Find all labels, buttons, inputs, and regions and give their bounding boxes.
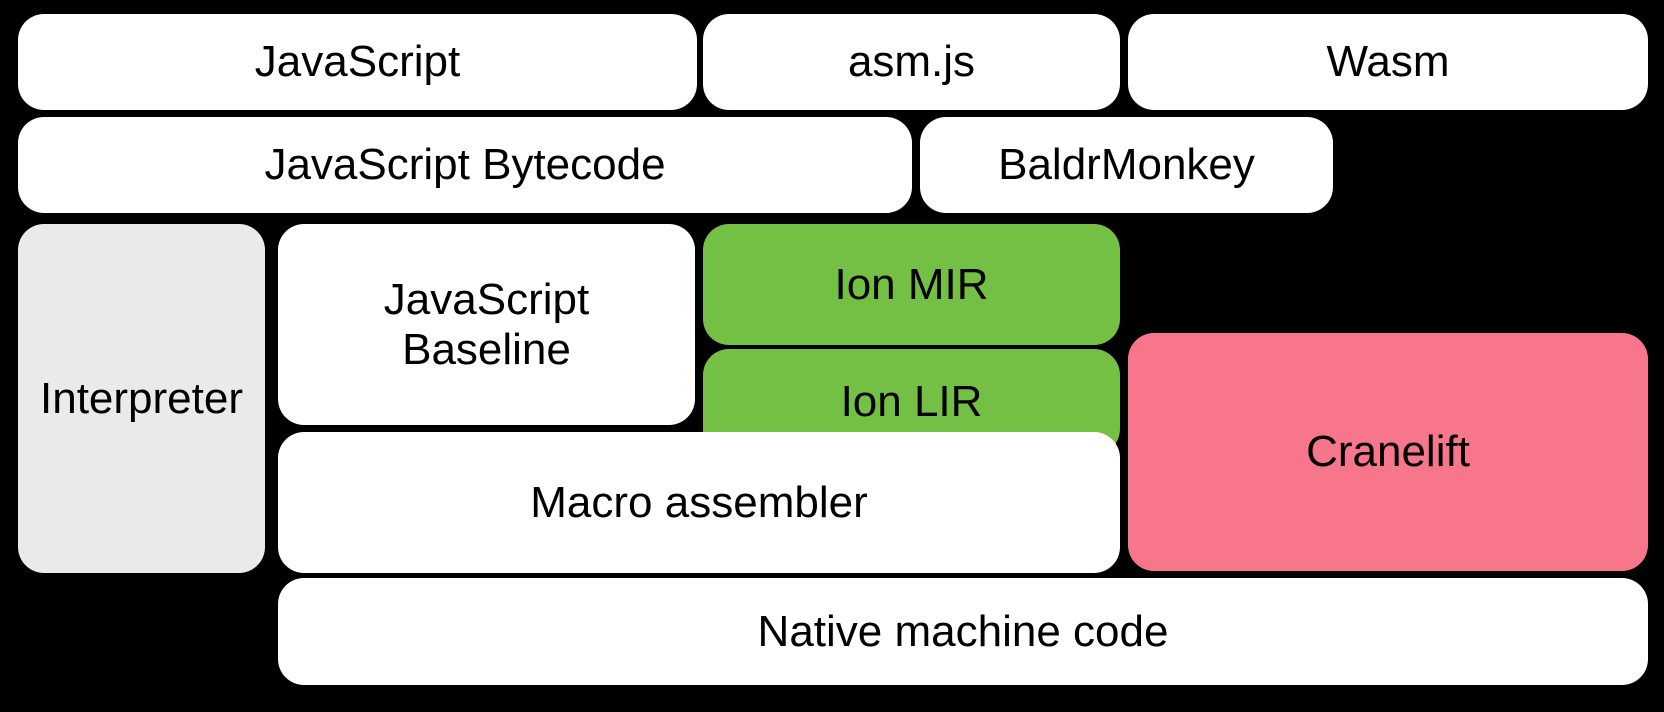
block-javascript: JavaScript [18,14,697,110]
block-cranelift: Cranelift [1128,333,1648,571]
block-javascript-baseline: JavaScript Baseline [278,224,695,425]
block-interpreter: Interpreter [18,224,265,573]
block-macro-assembler: Macro assembler [278,432,1120,573]
block-wasm: Wasm [1128,14,1648,110]
block-native-machine-code: Native machine code [278,578,1648,685]
block-javascript-bytecode: JavaScript Bytecode [18,117,912,213]
block-asmjs: asm.js [703,14,1120,110]
block-baldrmonkey: BaldrMonkey [920,117,1333,213]
block-ion-mir: Ion MIR [703,224,1120,345]
